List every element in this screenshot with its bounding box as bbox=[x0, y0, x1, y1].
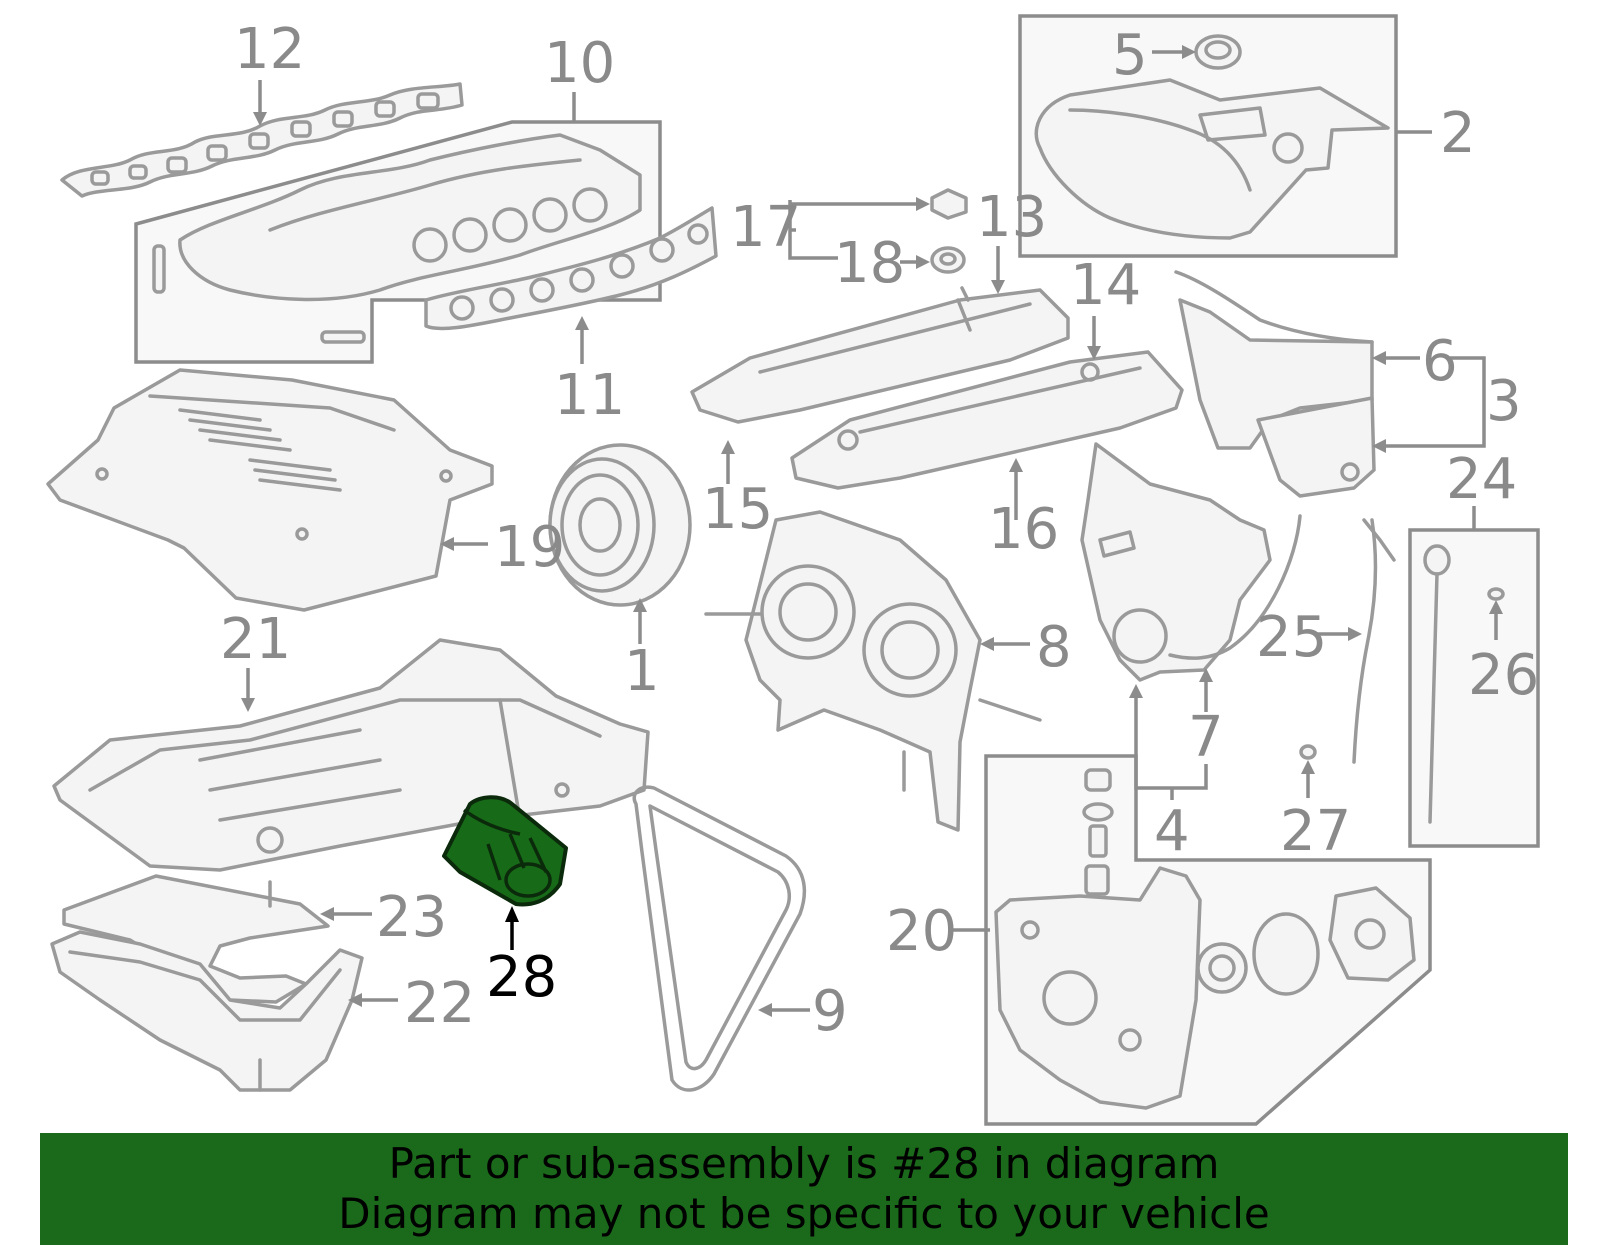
upper-timing-cover-6 bbox=[1174, 270, 1374, 450]
oil-pump-20 bbox=[994, 768, 1416, 1110]
callout-25: 25 bbox=[1256, 605, 1327, 670]
callout-23: 23 bbox=[376, 885, 447, 950]
banner-line-1: Part or sub-assembly is #28 in diagram bbox=[388, 1139, 1220, 1188]
dipstick-tube-25 bbox=[1352, 518, 1396, 764]
o-ring-26 bbox=[1487, 587, 1505, 601]
callout-6: 6 bbox=[1422, 329, 1458, 394]
oil-filter-28[interactable] bbox=[442, 795, 568, 907]
callout-17: 17 bbox=[730, 195, 801, 260]
leader-lines bbox=[241, 45, 1503, 1017]
info-banner: Part or sub-assembly is #28 in diagram D… bbox=[40, 1133, 1568, 1245]
callout-15: 15 bbox=[702, 477, 773, 542]
callout-8: 8 bbox=[1036, 615, 1072, 680]
valve-cover-14 bbox=[790, 350, 1184, 490]
callout-2: 2 bbox=[1440, 101, 1476, 166]
o-ring-27 bbox=[1299, 744, 1317, 760]
gasket-12 bbox=[60, 82, 464, 198]
dipstick-24 bbox=[1423, 544, 1451, 824]
intake-plenum-10 bbox=[152, 133, 642, 344]
callout-7: 7 bbox=[1188, 705, 1224, 770]
oil-pan-upper-21 bbox=[52, 638, 650, 872]
engine-cover-2 bbox=[1034, 78, 1390, 240]
callout-22: 22 bbox=[404, 971, 475, 1036]
callout-9: 9 bbox=[812, 979, 848, 1044]
timing-plate-8 bbox=[704, 510, 1042, 832]
cam-seal-5 bbox=[1194, 34, 1242, 70]
gasket-11 bbox=[424, 206, 718, 331]
callout-18: 18 bbox=[834, 231, 905, 296]
crankshaft-pulley-1 bbox=[548, 443, 692, 607]
oil-filler-cap-17 bbox=[930, 188, 968, 220]
valve-cover-13 bbox=[690, 286, 1070, 424]
oil-pan-lower-22 bbox=[50, 930, 364, 1092]
callout-28: 28 bbox=[486, 945, 557, 1010]
lower-timing-cover-3 bbox=[1256, 396, 1376, 498]
appearance-cover-19 bbox=[46, 368, 494, 612]
callout-24: 24 bbox=[1446, 447, 1517, 512]
callout-4: 4 bbox=[1154, 799, 1190, 864]
callout-16: 16 bbox=[988, 497, 1059, 562]
callout-labels: 12 10 11 5 2 17 18 13 14 6 3 15 16 19 24… bbox=[220, 17, 1539, 1044]
callout-21: 21 bbox=[220, 607, 291, 672]
callout-19: 19 bbox=[494, 515, 565, 580]
banner-line-2: Diagram may not be specific to your vehi… bbox=[338, 1189, 1270, 1238]
timing-belt-9 bbox=[632, 785, 807, 1092]
callout-20: 20 bbox=[886, 899, 957, 964]
callout-13: 13 bbox=[976, 185, 1047, 250]
callout-11: 11 bbox=[554, 363, 625, 428]
callout-3: 3 bbox=[1486, 369, 1522, 434]
callout-27: 27 bbox=[1280, 799, 1351, 864]
callout-26: 26 bbox=[1468, 643, 1539, 708]
cap-gasket-18 bbox=[930, 246, 966, 274]
callout-14: 14 bbox=[1070, 253, 1141, 318]
callout-10: 10 bbox=[544, 31, 615, 96]
front-timing-cover-7 bbox=[1080, 442, 1302, 682]
callout-12: 12 bbox=[234, 17, 305, 82]
callout-1: 1 bbox=[624, 639, 660, 704]
callout-5: 5 bbox=[1112, 23, 1148, 88]
